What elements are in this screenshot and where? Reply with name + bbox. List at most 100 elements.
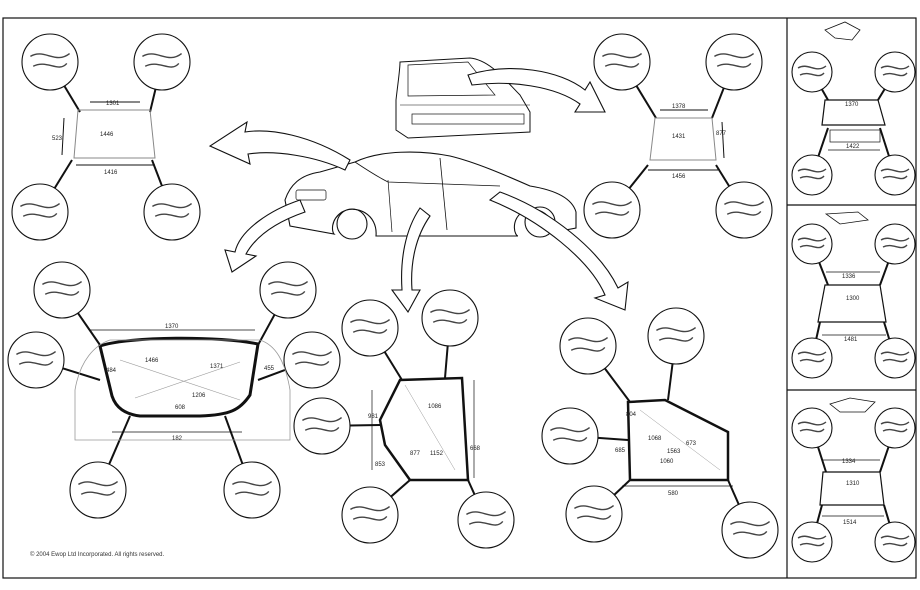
leader-line (628, 164, 649, 189)
detail-circles (7, 33, 916, 563)
seal-section-sketch (724, 201, 765, 216)
dim-label: 804 (626, 412, 637, 418)
detail-circle-icon (791, 407, 833, 449)
seal-section-sketch (30, 53, 71, 68)
side-panel-2 (817, 211, 887, 336)
copyright-text: © 2004 Ewop Ltd Incorporated. All rights… (30, 551, 164, 558)
detail-circle-icon (874, 407, 916, 449)
leader-line (815, 321, 821, 339)
dim-label: 1466 (145, 358, 159, 364)
dim-label: 484 (106, 368, 117, 374)
detail-circle-icon (341, 486, 399, 544)
leader-line (715, 164, 731, 187)
detail-circle-icon (259, 261, 317, 319)
dim-label: 1334 (842, 459, 856, 465)
leader-line (711, 87, 725, 119)
dim-label: 1086 (428, 404, 442, 410)
detail-circle-icon (874, 223, 916, 265)
front-door-opening (371, 376, 475, 482)
leader-line (879, 262, 890, 286)
dim-label: 1152 (430, 451, 444, 457)
detail-circle-icon (283, 331, 341, 389)
dim-label: 1370 (845, 102, 859, 108)
detail-circle-icon (457, 491, 515, 549)
detail-circle-icon (647, 307, 705, 365)
dim-label: 1371 (210, 364, 224, 370)
seal-section-sketch (142, 53, 183, 68)
leader-line (818, 262, 829, 286)
leader-line (383, 351, 403, 381)
car-side-view (284, 151, 577, 240)
leader-line (817, 127, 829, 157)
seal-section-sketch (466, 511, 507, 526)
seal-section-sketch (656, 327, 697, 342)
leader-line (879, 446, 890, 473)
dim-label: 1422 (846, 144, 860, 150)
leader-line (257, 368, 287, 381)
dim-label: 981 (368, 414, 379, 420)
leader-line (816, 504, 823, 523)
detail-circle-icon (583, 181, 641, 239)
detail-circle-icon (33, 261, 91, 319)
detail-circle-icon (791, 154, 833, 196)
seal-section-sketch (292, 351, 333, 366)
leader-line (667, 363, 674, 401)
detail-circle-icon (791, 337, 833, 379)
detail-circle-icon (874, 154, 916, 196)
detail-circle-icon (223, 461, 281, 519)
leader-line (883, 321, 891, 340)
leader-line (597, 436, 629, 441)
seal-section-sketch (797, 65, 827, 77)
seal-section-sketch (350, 506, 391, 521)
dim-label: 877 (716, 131, 727, 137)
seal-section-sketch (730, 521, 771, 536)
leader-line (63, 85, 81, 113)
detail-circle-icon (721, 501, 779, 559)
leader-line (877, 88, 886, 101)
leader-line (603, 367, 631, 403)
detail-circle-icon (7, 331, 65, 389)
detail-circle-icon (69, 461, 127, 519)
car-front-view (395, 57, 531, 139)
dim-label: 523 (52, 136, 63, 142)
outer-frame (2, 17, 917, 579)
dim-label: 1446 (100, 132, 114, 138)
detail-circle-icon (874, 51, 916, 93)
dim-label: 1206 (192, 393, 206, 399)
seal-section-sketch (350, 319, 391, 334)
dim-label: 1563 (667, 449, 681, 455)
dim-label: 685 (615, 448, 626, 454)
detail-circle-icon (874, 337, 916, 379)
seal-section-sketch (592, 201, 633, 216)
dim-label: 608 (175, 405, 186, 411)
seal-section-sketch (574, 505, 615, 520)
dim-label: 877 (410, 451, 421, 457)
seal-section-sketch (880, 421, 910, 433)
seal-section-sketch (602, 53, 643, 68)
dim-label: 1456 (672, 174, 686, 180)
detail-circle-icon (21, 33, 79, 91)
leader-line (879, 127, 890, 157)
detail-circle-icon (421, 289, 479, 347)
seal-section-sketch (152, 203, 193, 218)
detail-circle-icon (791, 521, 833, 563)
seal-section-sketch (797, 351, 827, 363)
dim-label: 853 (375, 462, 386, 468)
seal-section-sketch (232, 481, 273, 496)
dim-label: 1336 (842, 274, 856, 280)
seal-section-sketch (797, 168, 827, 180)
dim-label: 1300 (846, 296, 860, 302)
leader-line (635, 85, 657, 119)
leader-line (77, 312, 101, 346)
seal-section-sketch (568, 337, 609, 352)
detail-circle-icon (293, 397, 351, 455)
seal-section-sketch (797, 237, 827, 249)
seal-section-sketch (20, 203, 61, 218)
windshield-opening (74, 329, 291, 441)
detail-circle-icon (559, 317, 617, 375)
seal-section-sketch (268, 281, 309, 296)
dim-label: 1068 (648, 436, 662, 442)
dim-label: 1416 (104, 170, 118, 176)
dim-label: 1514 (843, 520, 857, 526)
